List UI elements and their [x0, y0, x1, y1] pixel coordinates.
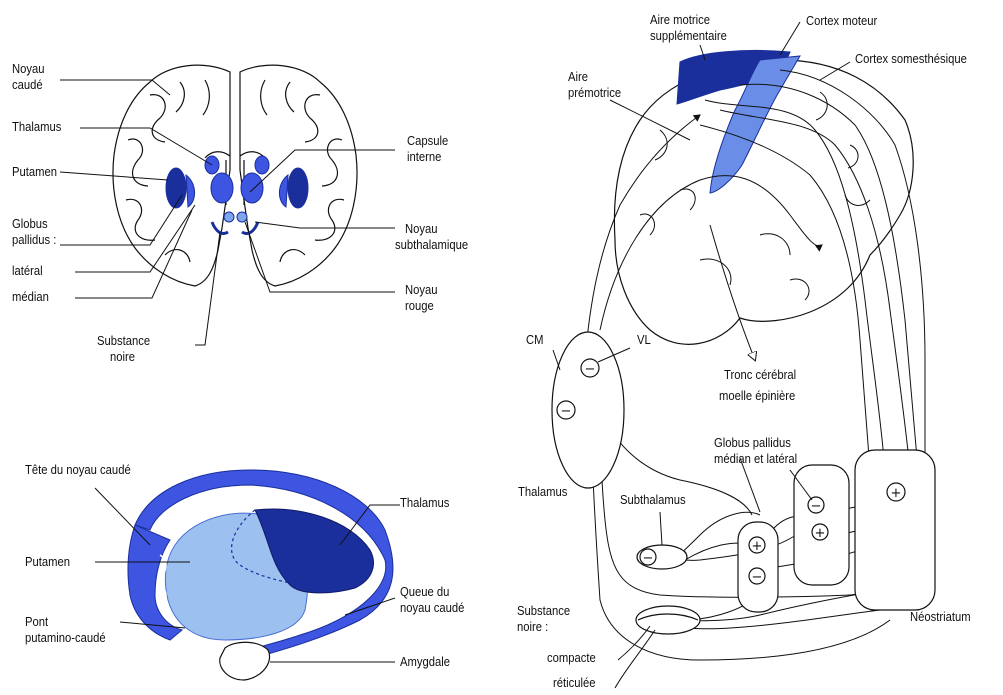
striatum-box — [855, 450, 935, 610]
coronal-section — [113, 65, 357, 286]
label-cm: CM — [526, 333, 544, 348]
label-substance-noire-1: Substance — [97, 334, 150, 349]
striatum-sign: + — [891, 486, 902, 501]
right-thalamus — [241, 173, 263, 203]
label-capsule-1: Capsule — [407, 134, 448, 149]
substantia-oval — [636, 606, 700, 634]
label-aire-premotrice-2: prémotrice — [568, 86, 621, 101]
vl-sign: − — [561, 404, 572, 419]
label-subthalamus: Subthalamus — [620, 493, 686, 508]
label-subthal-2: subthalamique — [395, 238, 468, 253]
label-thalamus-lateral: Thalamus — [400, 496, 449, 511]
label-vl: VL — [637, 333, 651, 348]
label-queue-2: noyau caudé — [400, 601, 464, 616]
label-pont-1: Pont — [25, 615, 48, 630]
gp-minus-sign: − — [811, 499, 822, 514]
label-pont-2: putamino-caudé — [25, 631, 106, 646]
label-thalamus-circuit: Thalamus — [518, 485, 567, 500]
label-substance-noire-2: noire — [110, 350, 135, 365]
label-globus-1: Globus — [12, 217, 48, 232]
label-cortex-moteur: Cortex moteur — [806, 14, 877, 29]
lateral-view — [128, 470, 393, 680]
label-putamen-coronal: Putamen — [12, 165, 57, 180]
label-aire-motrice-2: supplémentaire — [650, 29, 727, 44]
label-rouge-2: rouge — [405, 299, 434, 314]
label-globus-lateral: latéral — [12, 264, 43, 279]
label-neostriatum: Néostriatum — [910, 610, 971, 625]
label-compacte: compacte — [547, 651, 596, 666]
sth-minus-sign: − — [643, 551, 654, 566]
label-tronc-1: Tronc cérébral — [724, 368, 796, 383]
label-globus-circuit-2: médian et latéral — [714, 452, 797, 467]
label-substance-1: Substance — [517, 604, 570, 619]
st-plus-sign: + — [752, 539, 763, 554]
gp-plus-sign: + — [815, 526, 826, 541]
label-reticulee: réticulée — [553, 676, 596, 691]
label-subthal-1: Noyau — [405, 222, 438, 237]
label-thalamus-coronal: Thalamus — [12, 120, 61, 135]
cm-sign: − — [585, 362, 596, 377]
label-amygdale: Amygdale — [400, 655, 450, 670]
label-queue-1: Queue du — [400, 585, 449, 600]
label-aire-premotrice-1: Aire — [568, 70, 588, 85]
label-putamen-lateral: Putamen — [25, 555, 70, 570]
left-thalamus — [211, 173, 233, 203]
label-substance-2: noire : — [517, 620, 548, 635]
left-putamen — [166, 168, 186, 208]
label-capsule-2: interne — [407, 150, 441, 165]
left-red-nucleus — [224, 212, 234, 222]
label-noyau-caude-2: caudé — [12, 78, 43, 93]
label-tete-caude: Tête du noyau caudé — [25, 463, 131, 478]
right-putamen — [288, 168, 308, 208]
label-tronc-2: moelle épinière — [719, 389, 795, 404]
st-minus-sign: − — [752, 570, 763, 585]
label-globus-median: médian — [12, 290, 49, 305]
label-noyau-caude-1: Noyau — [12, 62, 45, 77]
label-rouge-1: Noyau — [405, 283, 438, 298]
label-aire-motrice-1: Aire motrice — [650, 13, 710, 28]
subthal-box — [738, 522, 778, 612]
right-red-nucleus — [237, 212, 247, 222]
label-globus-circuit-1: Globus pallidus — [714, 436, 791, 451]
label-cortex-somesthesique: Cortex somesthésique — [855, 52, 967, 67]
label-globus-2: pallidus : — [12, 233, 56, 248]
right-caudate — [255, 156, 269, 174]
amygdala-lateral — [220, 642, 270, 680]
